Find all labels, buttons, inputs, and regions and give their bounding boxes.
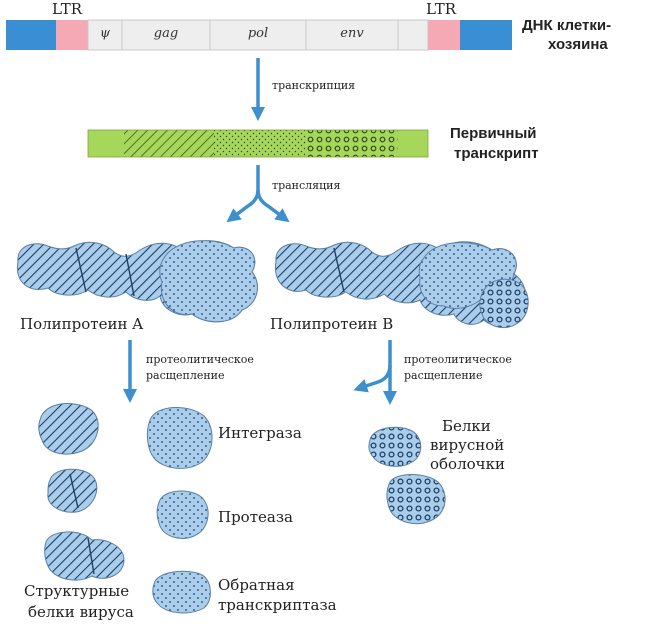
envelope-proteins-label-line1: Белки: [442, 417, 491, 435]
host-dna-label-line2: хозяина: [548, 36, 608, 53]
protease-blob: [156, 490, 209, 539]
envelope-protein-2: [386, 474, 446, 525]
translation-arrow-left: [226, 165, 260, 223]
gag-label: gag: [153, 26, 179, 41]
dna-flank-right: [460, 20, 512, 50]
protease-label: Протеаза: [218, 508, 293, 526]
ltr-left-label: LTR: [52, 0, 83, 18]
psi-label: ψ: [99, 26, 111, 41]
reverse-transcriptase-label-line1: Обратная: [218, 576, 295, 594]
envelope-proteins-label-line3: оболочки: [430, 455, 505, 473]
structural-protein-3: [44, 531, 125, 581]
polyprotein-b-label: Полипротеин B: [270, 315, 394, 333]
cleavage-a-label-line1: протеолитическое: [146, 353, 254, 366]
primary-transcript-bar: [87, 129, 429, 158]
transcript-env-region: [306, 130, 398, 157]
pol-label: pol: [247, 26, 269, 41]
polyprotein-a-shape: [16, 240, 258, 323]
structural-protein-blobs: [38, 403, 125, 581]
translation-arrow-right: [256, 189, 290, 223]
reverse-transcriptase-label-line2: транскриптаза: [218, 596, 337, 614]
ltr-left-segment: [56, 20, 88, 50]
primary-transcript-label-line1: Первичный: [450, 125, 537, 142]
translation-label: трансляция: [272, 179, 341, 192]
polyprotein-b-shape: [274, 241, 529, 329]
provirus-genes-segment: [87, 19, 429, 51]
cleavage-b-label-line2: расщепление: [404, 369, 483, 382]
ltr-right-segment: [428, 20, 460, 50]
structural-protein-1: [38, 403, 99, 455]
env-label: env: [340, 26, 364, 41]
structural-proteins-label-line2: белки вируса: [28, 603, 134, 621]
cleavage-b-label-line1: протеолитическое: [404, 353, 512, 366]
cleavage-b-arrow-left: [353, 340, 392, 393]
integrase-blob: [146, 406, 213, 469]
transcript-pol-region: [214, 130, 306, 157]
transcript-gag-region: [124, 130, 214, 157]
envelope-proteins-label-line2: вирусной: [430, 436, 505, 454]
primary-transcript-label-line2: транскрипт: [454, 145, 539, 162]
integrase-label: Интеграза: [218, 424, 302, 442]
structural-protein-2: [47, 468, 98, 513]
host-dna-bar: [6, 19, 512, 51]
ltr-right-label: LTR: [426, 0, 457, 18]
polyprotein-a-label: Полипротеин A: [20, 315, 144, 333]
structural-proteins-label-line1: Структурные: [24, 582, 130, 600]
envelope-protein-1: [368, 426, 422, 467]
cleavage-a-label-line2: расщепление: [146, 369, 225, 382]
dna-flank-left: [6, 20, 56, 50]
transcription-label: транскрипция: [272, 79, 356, 92]
arrows: [123, 58, 397, 405]
reverse-transcriptase-blob: [152, 570, 211, 614]
host-dna-label-line1: ДНК клетки-: [522, 17, 612, 34]
